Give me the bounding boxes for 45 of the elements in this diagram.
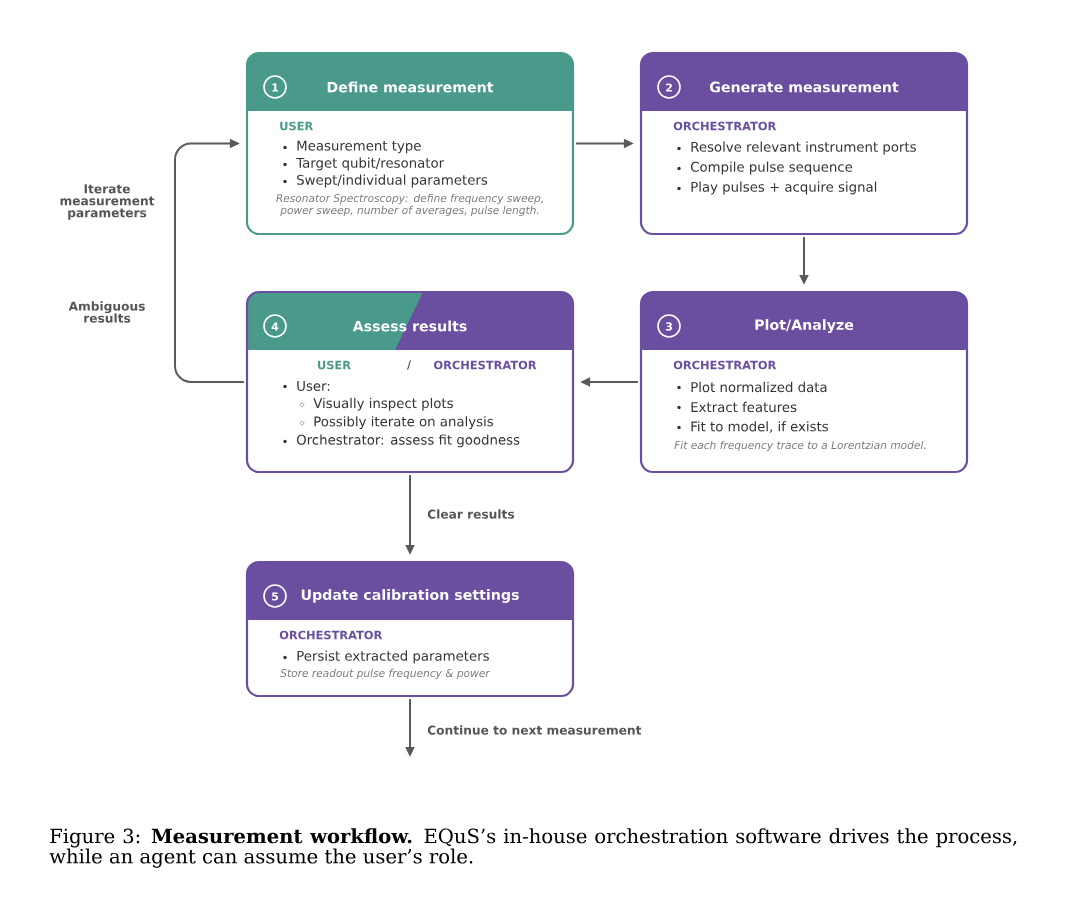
box-title: Generate measurement [709,81,899,93]
step-badge: 4 [263,314,287,338]
process-box [245,51,575,236]
bullet-item: Extract features [691,401,797,413]
role-label: ORCHESTRATOR [673,121,777,131]
box-title: Update calibration settings [301,589,519,603]
process-box [639,51,969,236]
process-box [245,290,575,474]
role-label: ORCHESTRATOR [673,360,777,370]
role-label: ORCHESTRATOR [279,630,383,640]
edge-label: Ambiguous results [68,301,145,323]
box-title: Assess results [352,320,467,332]
role-label: USER [318,360,351,370]
process-box [245,560,575,698]
bullet-item: Persist extracted parameters [297,650,489,664]
example-note: Store readout pulse frequency & power [280,668,491,680]
bullet-item: Fit to model, if exists [691,421,829,433]
bullet-item: Visually inspect plots [313,397,453,411]
edge-label: Clear results [427,509,515,519]
bullet-item: Measurement type [297,140,421,154]
figure-caption: Figure 3: Measurement workflow. EQuS’s in-house orchestration software drives the process, while an agent can assume the user’s role. [49,828,1017,868]
process-box [639,290,969,474]
separator-slash: / [407,360,411,370]
bullet-item: Resolve relevant instrument ports [691,141,916,155]
step-badge: 3 [657,314,681,338]
step-badge: 5 [263,584,287,608]
step-badge: 2 [657,75,681,99]
bullet-item: Target qubit/resonator [296,157,445,171]
example-note: Resonator Spectroscopy: define frequency sweep, power sweep, number of averages, pulse length. [276,193,543,217]
role-label: USER [280,121,313,131]
bullet-item: Compile pulse sequence [690,161,853,175]
role-label: ORCHESTRATOR [434,360,537,370]
bullet-item: Swept/individual parameters [297,174,488,188]
step-badge: 1 [263,75,287,99]
arrow [174,138,245,383]
side-label: Iterate measurement parameters [60,184,155,220]
edge-label: Continue to next measurement [427,725,642,735]
bullet-item: Possibly iterate on analysis [314,416,493,430]
box-title: Plot/Analyze [755,319,854,333]
bullet-item: Plot normalized data [691,381,827,393]
bullet-item: User: [297,381,330,391]
box-title: Define measurement [327,81,494,93]
bullet-item: Play pulses + acquire signal [691,181,877,195]
example-note: Fit each frequency trace to a Lorentzian model. [674,440,926,452]
bullet-item: Orchestrator: assess fit goodness [296,434,520,448]
